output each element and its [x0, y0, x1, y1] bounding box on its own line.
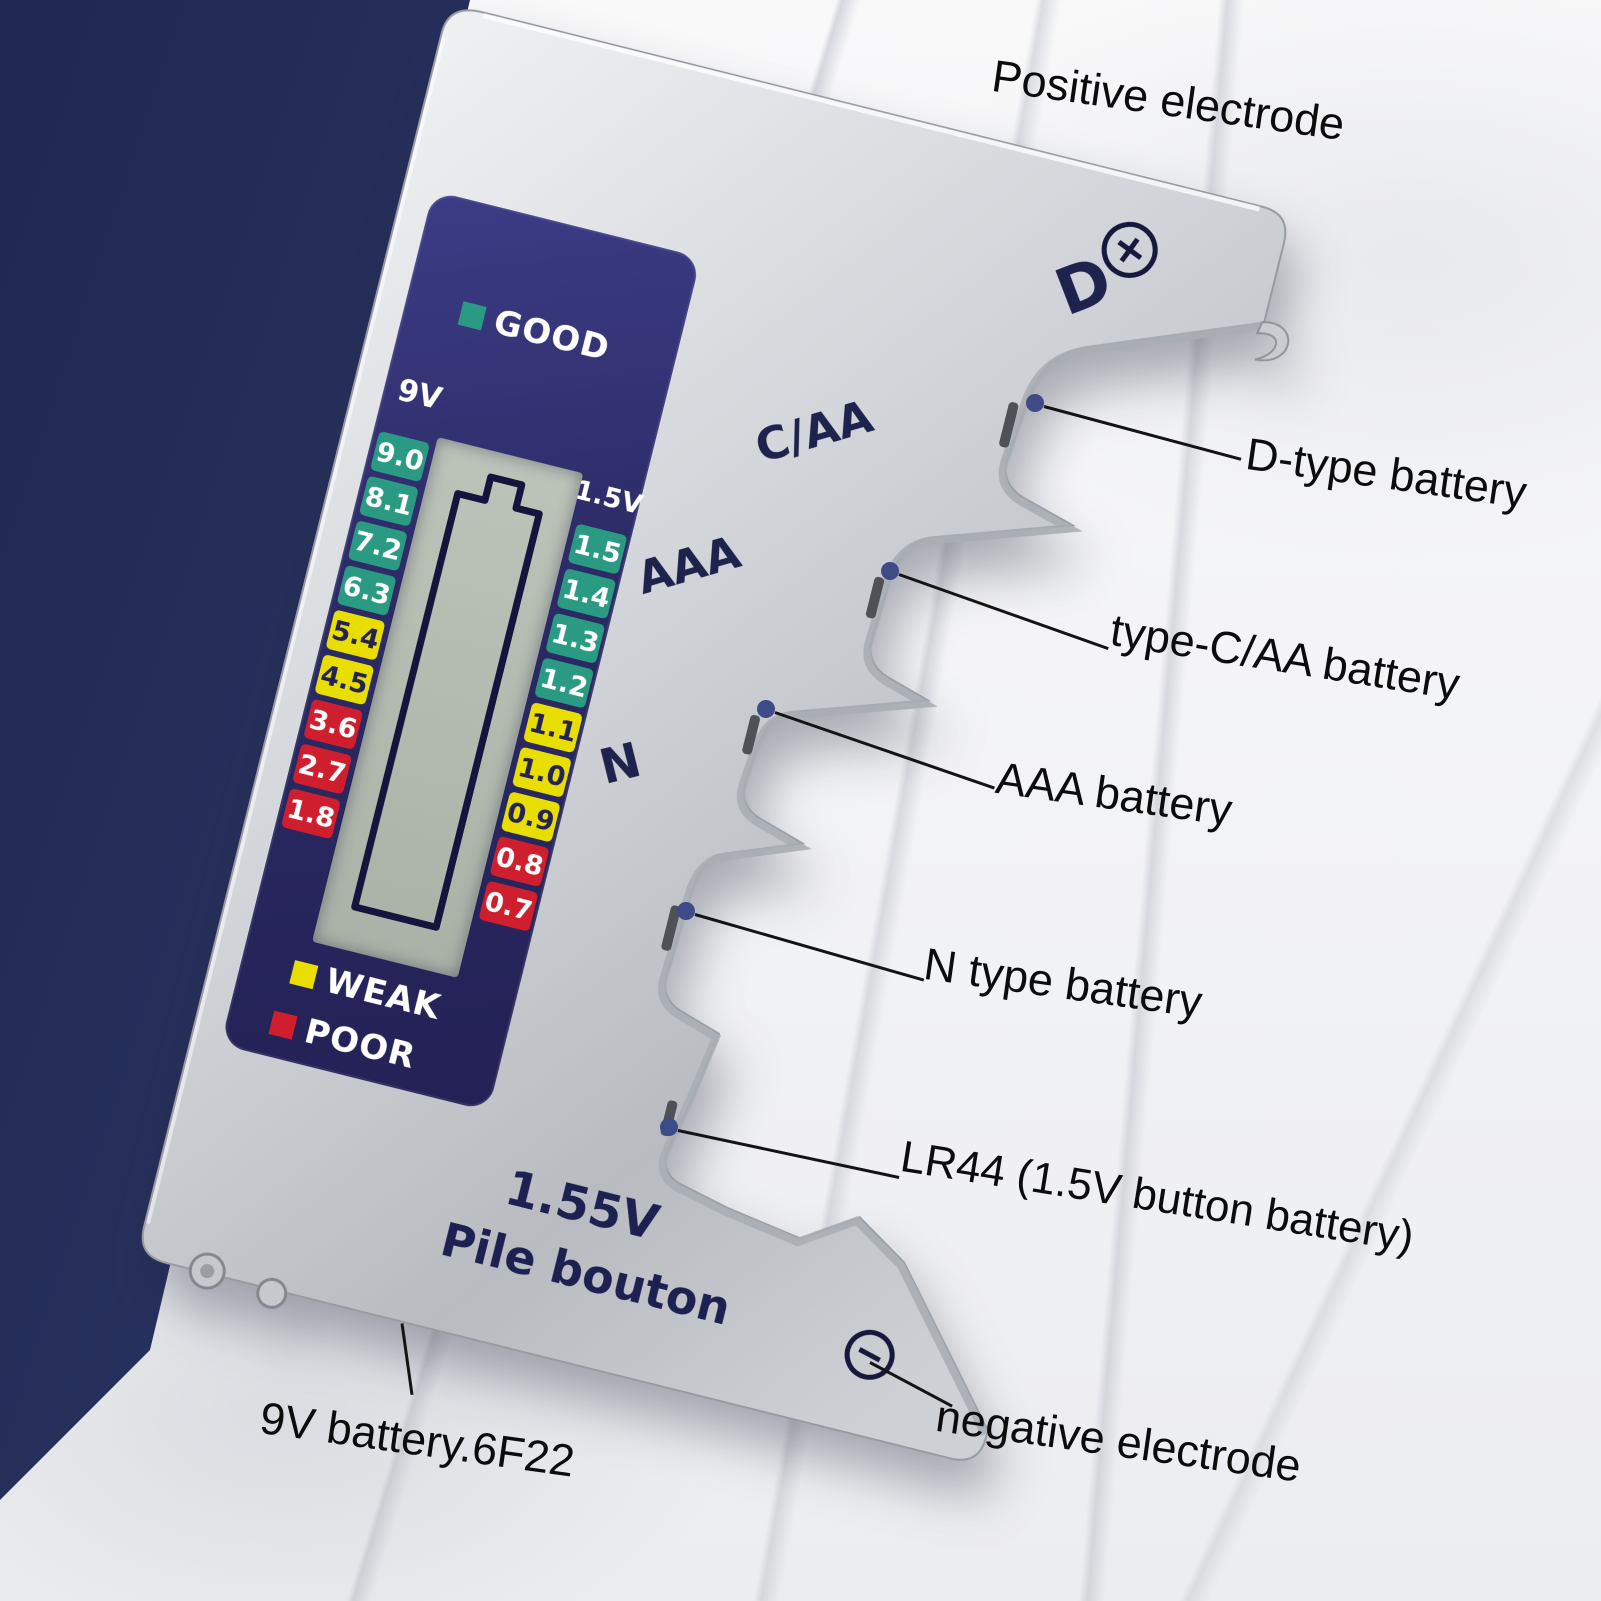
annotation-dot-c-aa	[881, 562, 899, 580]
scale-value: 5.4	[325, 609, 386, 661]
top-edge-highlight	[482, 13, 1261, 212]
9v-contact-studs	[188, 1252, 288, 1309]
metal-clip	[1254, 321, 1290, 362]
good-indicator-row: GOOD	[456, 294, 614, 370]
good-label: GOOD	[489, 301, 614, 370]
scale-value: 3.6	[303, 698, 364, 751]
n-slot-contact	[661, 905, 681, 951]
scale-value: 0.7	[478, 880, 539, 932]
scale-value: 8.1	[358, 475, 419, 527]
scale-header-1-5v: 1.5V	[571, 474, 646, 522]
stepped-edge-wall	[658, 322, 1262, 1436]
d-slot-contact	[999, 402, 1019, 448]
scale-value: 1.8	[280, 787, 342, 840]
scale-value: 9.0	[369, 430, 431, 483]
scale-value: 2.7	[292, 743, 353, 795]
scale-header-9v: 9V	[393, 372, 446, 418]
annotation-dot-aaa	[757, 700, 775, 718]
aaa-slot-contact	[742, 714, 760, 755]
battery-outline-icon	[351, 473, 543, 931]
lcd-screen	[312, 437, 584, 978]
good-indicator-square	[457, 301, 487, 331]
annotation-dot-d-type	[1026, 394, 1044, 412]
annotation-dot-lr44	[660, 1118, 678, 1136]
scale-value: 4.5	[314, 653, 375, 706]
minus-bar	[858, 1347, 882, 1363]
scale-value: 1.5	[567, 523, 628, 575]
left-edge-highlight	[146, 37, 446, 1224]
scale-value: 1.3	[545, 612, 606, 665]
scale-value: 1.0	[511, 746, 572, 798]
scale-value: 1.4	[556, 567, 617, 620]
scale-value: 1.1	[522, 701, 584, 754]
poor-indicator-square	[268, 1010, 298, 1040]
weak-indicator-square	[289, 960, 319, 990]
scale-value: 7.2	[347, 520, 408, 572]
annotation-dot-n-type	[677, 902, 695, 920]
scale-value: 1.2	[534, 657, 595, 709]
caa-slot-contact	[865, 576, 885, 619]
scale-value: 6.3	[336, 564, 397, 617]
battery-tester-device: GOOD 9V 1.5V 9.0 8.1 7.2 6.3 5.4 4.5 3.6…	[137, 4, 1293, 1466]
scale-value: 0.9	[500, 791, 561, 843]
scale-value: 0.8	[489, 835, 550, 888]
poor-label: POOR	[300, 1011, 420, 1078]
lcd-display-panel: GOOD 9V 1.5V 9.0 8.1 7.2 6.3 5.4 4.5 3.6…	[220, 190, 702, 1112]
